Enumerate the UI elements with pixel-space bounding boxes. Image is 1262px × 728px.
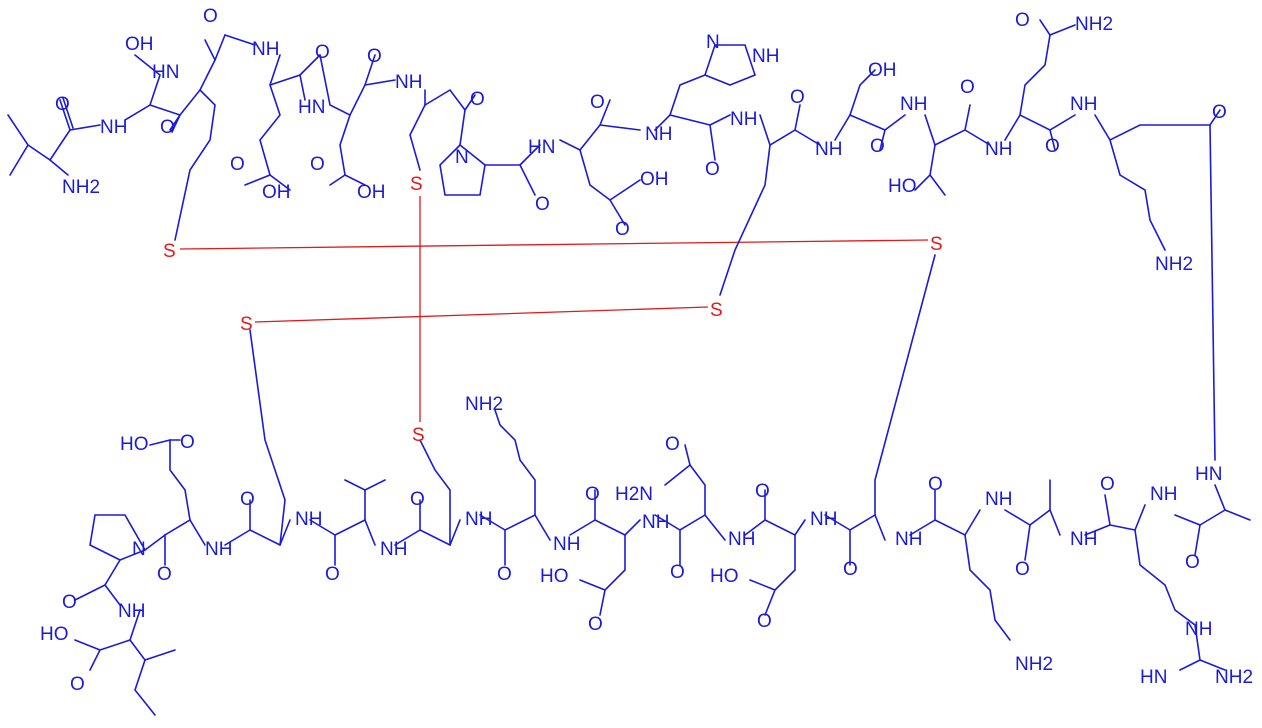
atom-label: O <box>310 154 325 175</box>
atom-label: O <box>315 42 330 63</box>
atom-label: NH <box>295 509 322 530</box>
atom-label: NH <box>900 94 927 115</box>
atom-label: NH <box>985 489 1012 510</box>
atom-label: HN <box>298 97 325 118</box>
atom-label: NH <box>810 509 837 530</box>
atom-label: O <box>843 559 858 580</box>
atom-label: HO <box>540 566 569 587</box>
atom-label: O <box>535 194 550 215</box>
atom-label: NH <box>205 539 232 560</box>
atom-label: N <box>455 147 469 168</box>
atom-label: NH2 <box>1215 667 1253 688</box>
atom-label: N <box>132 539 146 560</box>
atom-label: O <box>240 489 255 510</box>
atom-label: O <box>367 46 382 67</box>
atom-label: NH <box>395 72 422 93</box>
atom-label: HN <box>528 137 555 158</box>
atom-label: HO <box>40 624 69 645</box>
atom-label: O <box>70 674 85 695</box>
atom-label: NH <box>985 139 1012 160</box>
atom-label: O <box>670 562 685 583</box>
atom-label: O <box>790 87 805 108</box>
atom-label: NH <box>100 117 127 138</box>
atom-label: NH <box>380 539 407 560</box>
atom-label: NH <box>1185 619 1212 640</box>
atom-label: NH <box>1150 484 1177 505</box>
atom-label: O <box>590 92 605 113</box>
atom-label: NH <box>752 46 779 67</box>
atom-label: O <box>497 564 512 585</box>
atom-label: O <box>1212 102 1227 123</box>
atom-labels: O NH NH2 OH HN O O NH O HN O OH O NH O O… <box>40 6 1253 695</box>
atom-label: NH <box>815 139 842 160</box>
disulfide-bonds <box>179 196 929 422</box>
atom-label: NH2 <box>465 394 503 415</box>
atom-label: OH <box>125 34 154 55</box>
atom-label: O <box>1015 559 1030 580</box>
atom-label: O <box>470 89 485 110</box>
atom-label: O <box>665 434 680 455</box>
atom-label: O <box>203 6 218 27</box>
atom-label: NH <box>553 534 580 555</box>
atom-label: O <box>588 614 603 635</box>
atom-label: OH <box>868 60 897 81</box>
atom-label: NH <box>895 529 922 550</box>
sulfur-label: S <box>240 314 253 335</box>
atom-label: NH2 <box>62 177 100 198</box>
atom-label: O <box>62 592 77 613</box>
atom-label: O <box>180 432 195 453</box>
sulfur-label: S <box>163 241 176 262</box>
bond-lines <box>7 19 1251 716</box>
atom-label: O <box>1185 552 1200 573</box>
sulfur-label: S <box>930 234 943 255</box>
atom-label: NH <box>118 601 145 622</box>
atom-label: NH <box>465 509 492 530</box>
atom-label: O <box>960 77 975 98</box>
atom-label: O <box>615 219 630 240</box>
atom-label: O <box>1045 136 1060 157</box>
atom-label: HO <box>888 176 917 197</box>
atom-label: HN <box>1195 464 1222 485</box>
atom-label: O <box>928 474 943 495</box>
atom-label: O <box>1015 10 1030 31</box>
atom-label: H2N <box>615 484 653 505</box>
atom-label: NH <box>1070 94 1097 115</box>
atom-label: N <box>706 32 720 53</box>
atom-label: O <box>1100 474 1115 495</box>
atom-label: NH <box>645 124 672 145</box>
sulfur-label: S <box>410 174 423 195</box>
atom-label: O <box>157 564 172 585</box>
atom-label: O <box>585 484 600 505</box>
atom-label: OH <box>357 182 386 203</box>
atom-label: O <box>230 154 245 175</box>
atom-label: O <box>410 489 425 510</box>
atom-label: NH2 <box>1015 654 1053 675</box>
atom-label: NH2 <box>1075 14 1113 35</box>
atom-label: HO <box>710 566 739 587</box>
atom-label: HN <box>152 62 179 83</box>
atom-label: O <box>755 481 770 502</box>
atom-label: OH <box>640 169 669 190</box>
atom-label: O <box>160 117 175 138</box>
atom-label: O <box>325 564 340 585</box>
atom-label: NH <box>642 512 669 533</box>
atom-label: O <box>705 159 720 180</box>
atom-label: NH <box>730 109 757 130</box>
atom-label: O <box>757 611 772 632</box>
atom-label: NH <box>252 39 279 60</box>
atom-label: NH <box>1070 529 1097 550</box>
atom-label: NH2 <box>1155 254 1193 275</box>
atom-label: HO <box>120 434 149 455</box>
atom-label: O <box>870 136 885 157</box>
atom-label: HN <box>1140 667 1167 688</box>
sulfur-label: S <box>412 425 425 446</box>
atom-label: NH <box>728 529 755 550</box>
atom-label: O <box>55 94 70 115</box>
sulfur-label: S <box>710 300 723 321</box>
atom-label: OH <box>262 182 291 203</box>
